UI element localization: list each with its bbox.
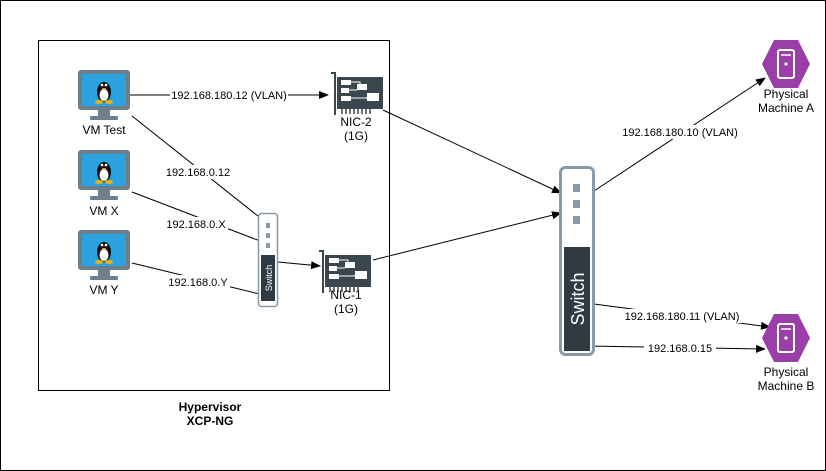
nic-1-name: NIC-1 [330,288,362,302]
nic-card-icon [318,250,372,294]
nic-card-icon [330,72,384,116]
external-switch-label: Switch [568,272,588,325]
machine-a-line1: Physical [764,87,809,101]
label-switch-machine-b: 192.168.0.15 [648,343,712,355]
vm-test-node[interactable]: VM Test [78,70,130,137]
hypervisor-subtitle: XCP-NG [187,414,234,428]
internal-switch-node[interactable]: Switch [257,212,279,308]
label-vmx-switch: 192.168.0.X [166,219,226,231]
link-switch-nic1 [277,261,321,270]
label-switch-machine-b-vlan: 192.168.180.11 (VLAN) [625,311,740,323]
external-switch-node[interactable]: Switch [559,166,595,356]
server-icon [761,39,811,89]
machine-b-line2: Machine B [758,379,815,393]
physical-machine-b-node[interactable]: Physical Machine B [758,313,815,393]
nic-2-name: NIC-2 [340,115,372,129]
server-icon [761,313,811,363]
physical-machine-a-node[interactable]: Physical Machine A [758,39,814,115]
label-vmtest-nic2: 192.168.180.12 (VLAN) [171,90,287,102]
vm-y-label: VM Y [89,283,118,297]
label-vmtest-switch: 192.168.0.12 [166,167,230,179]
link-nic2-switch [382,109,562,194]
nic-2-speed: (1G) [344,129,368,143]
machine-b-line1: Physical [764,365,809,379]
vm-test-label: VM Test [82,123,126,137]
internal-switch-label: Switch [264,265,274,292]
label-vmy-switch: 192.168.0.Y [168,277,228,289]
link-labels: 192.168.180.12 (VLAN) 192.168.0.12 192.1… [164,88,742,355]
vm-y-node[interactable]: VM Y [78,230,130,297]
machine-a-line2: Machine A [758,101,814,115]
vm-x-label: VM X [89,204,118,218]
nic-1-speed: (1G) [334,302,358,316]
label-switch-machine-a: 192.168.180.10 (VLAN) [622,127,738,139]
link-nic1-switch [372,211,562,261]
hypervisor-title: Hypervisor [179,400,242,414]
nic-2-node[interactable]: NIC-2 (1G) [330,72,384,143]
nic-1-node[interactable]: NIC-1 (1G) [318,250,372,316]
vm-x-node[interactable]: VM X [78,150,130,218]
